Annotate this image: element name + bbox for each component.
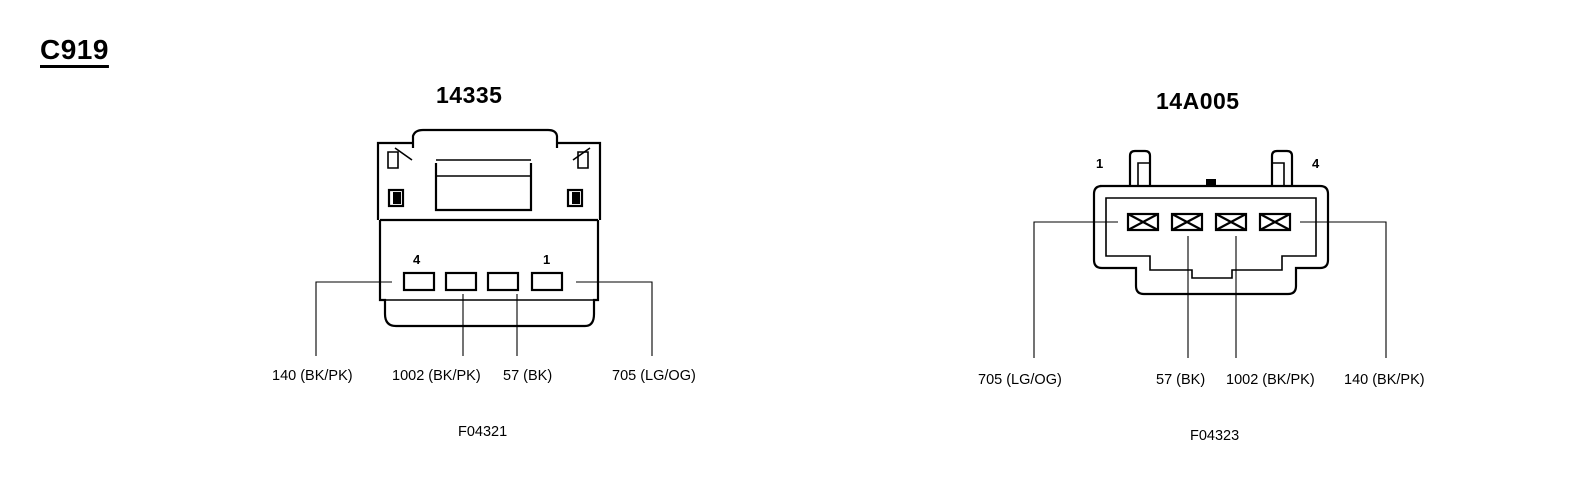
left-wire-label-4: 705 (LG/OG) [612,368,696,384]
connector-14A005-body [1033,149,1387,358]
left-pin-label-4: 4 [413,252,421,267]
right-wire-label-4: 140 (BK/PK) [1344,372,1425,388]
left-figure-code: F04321 [458,424,508,440]
connector-14335-body [315,128,653,356]
left-pin-label-1: 1 [543,252,551,267]
left-wire-label-3: 57 (BK) [503,368,553,384]
right-pin-label-4: 4 [1312,156,1320,171]
connector-id-title: C919 [40,34,109,65]
right-wire-label-3: 1002 (BK/PK) [1226,372,1315,388]
right-figure-code: F04323 [1190,428,1240,444]
right-wire-label-1: 705 (LG/OG) [978,372,1062,388]
left-wire-label-2: 1002 (BK/PK) [392,368,481,384]
right-pin-label-1: 1 [1096,156,1104,171]
right-wire-label-2: 57 (BK) [1156,372,1206,388]
left-wire-label-1: 140 (BK/PK) [272,368,353,384]
right-part-number: 14A005 [1156,88,1240,114]
left-part-number: 14335 [436,82,503,108]
